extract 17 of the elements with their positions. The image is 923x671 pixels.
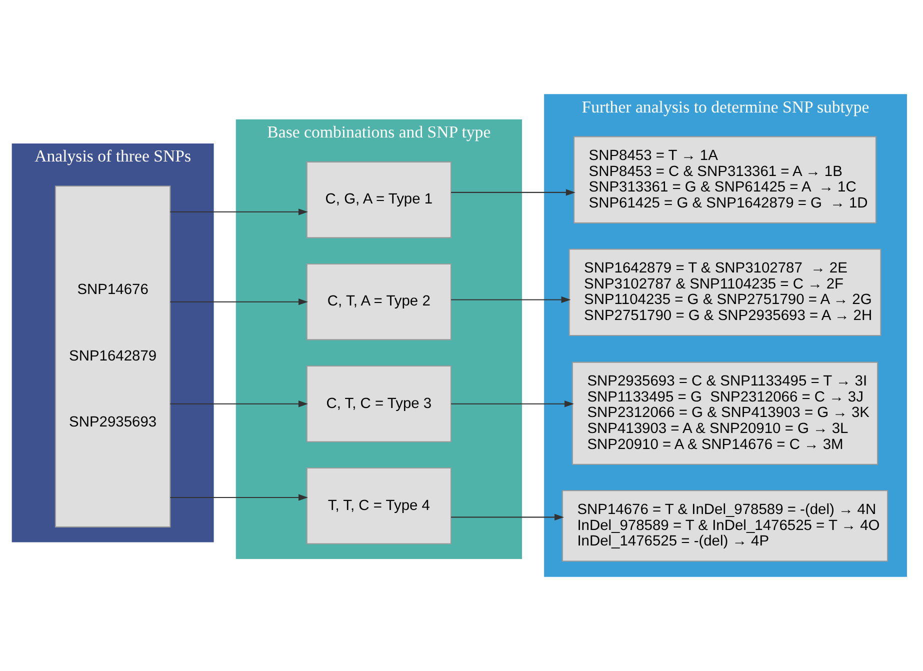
arrow [170, 298, 308, 306]
node-box: SNP14676 SNP1642879 SNP2935693 [54, 186, 171, 528]
node-box: C, T, C = Type 3 [306, 365, 452, 442]
node-box: T, T, C = Type 4 [306, 468, 452, 544]
arrow [451, 400, 574, 408]
node-box: C, G, A = Type 1 [306, 161, 452, 238]
arrow [451, 189, 576, 196]
arrow [451, 296, 571, 304]
node-box: SNP14676 = T & InDel_978589 = -(del) → 4N InDel_978589 = T & InDel_1476525 = T → 4O InDel_1476525 = -(del) → 4P [562, 490, 888, 562]
node-box: SNP1642879 = T & SNP3102787 → 2E SNP3102787 & SNP1104235 = C → 2F SNP1104235 = G & SNP2751790 = A → 2G SNP2751790 = G & SNP2935693 = A → 2H [568, 248, 882, 336]
arrow [170, 208, 308, 216]
node-box: SNP2935693 = C & SNP1133495 = T → 3I SNP1133495 = G SNP2312066 = C → 3J SNP2312066 = G & SNP413903 = G → 3K SNP413903 = A & SNP20910 = G → 3L SNP20910 = A & SNP14676 = C → 3M [572, 362, 878, 465]
arrow [451, 514, 564, 521]
arrow [170, 494, 308, 501]
arrow [170, 400, 308, 408]
node-box: C, T, A = Type 2 [306, 263, 452, 340]
node-box: SNP8453 = T → 1A SNP8453 = C & SNP313361 = A → 1B SNP313361 = G & SNP61425 = A → 1C SNP61425 = G & SNP1642879 = G → 1D [574, 136, 876, 224]
